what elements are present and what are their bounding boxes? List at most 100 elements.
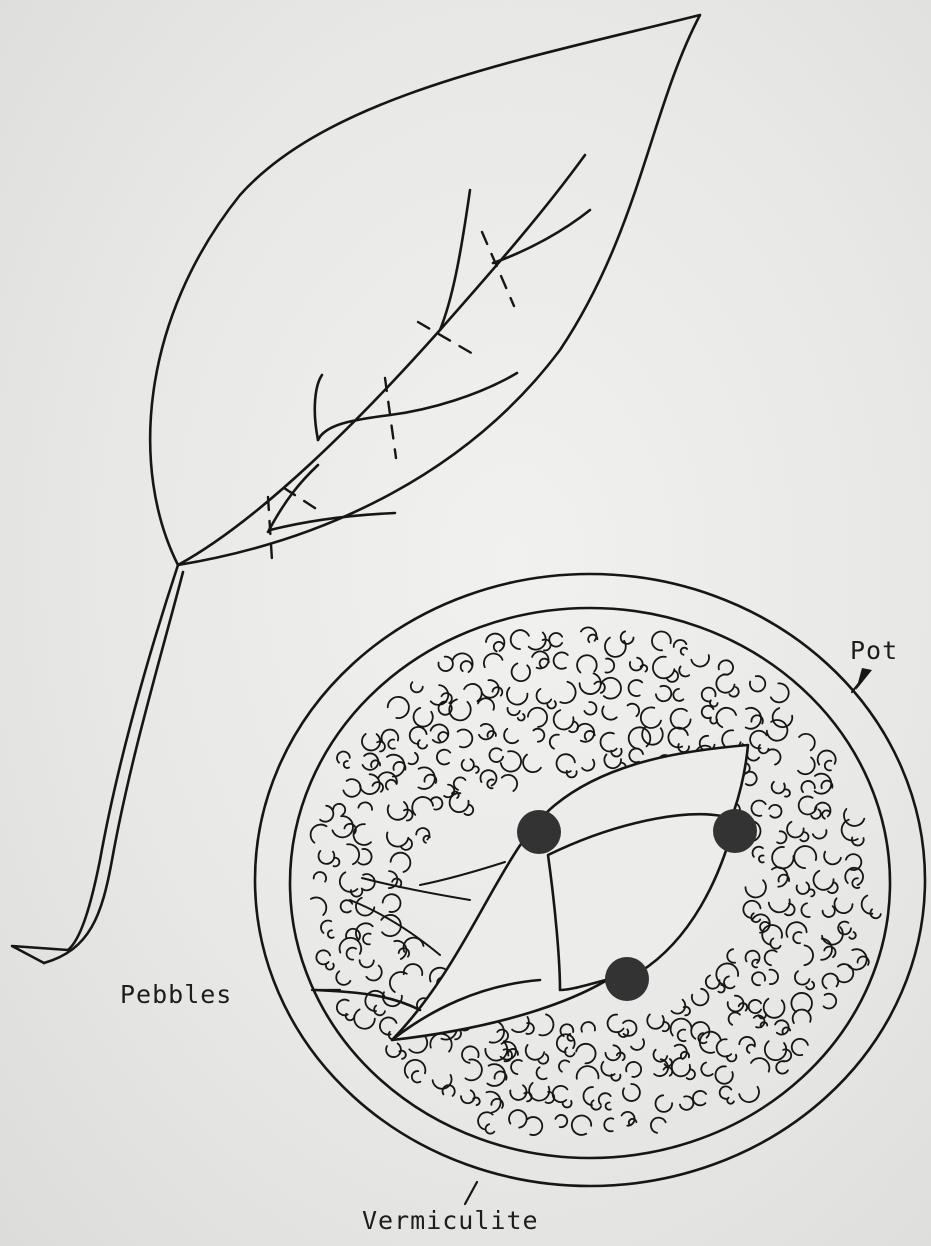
vermiculite-curl [787, 822, 804, 838]
vermiculite-curl [343, 779, 360, 797]
vermiculite-curl [409, 753, 418, 764]
leaf-petiole [68, 565, 178, 950]
vermiculite-curl [482, 680, 499, 698]
vermiculite-curl [332, 816, 353, 837]
vermiculite-curl [727, 949, 735, 963]
vermiculite-curl [582, 760, 594, 771]
vermiculite-curl [691, 1022, 709, 1039]
vermiculite-curl [621, 631, 634, 643]
vermiculite-curl [336, 971, 350, 985]
vermiculite-curl [680, 1096, 693, 1110]
vermiculite-curl [771, 683, 789, 702]
vermiculite-curl [414, 708, 433, 727]
pebble [517, 810, 561, 854]
vermiculite-curl [647, 1014, 664, 1028]
vermiculite-curl [533, 729, 544, 742]
vermiculite-curl [801, 903, 809, 917]
vermiculite-curl [799, 734, 815, 750]
leaf-midrib [178, 155, 585, 565]
vermiculite-curl [809, 889, 815, 896]
vermiculite-curl [720, 1086, 732, 1098]
vermiculite-curl [388, 697, 409, 718]
leaf-vein [440, 190, 470, 330]
vermiculite-curl [673, 689, 683, 701]
vermiculite-curl [363, 934, 371, 945]
vermiculite-curl [749, 1000, 761, 1013]
vermiculite-curl [511, 630, 529, 649]
vermiculite-curl [702, 706, 714, 718]
vermiculite-curl [555, 1115, 567, 1127]
vermiculite-curl [751, 800, 765, 815]
vermiculite-curl [746, 708, 761, 729]
vermiculite-curl [529, 1083, 549, 1101]
vermiculite-curl [577, 655, 597, 672]
vermiculite-curl [759, 855, 764, 862]
leaf-outline [150, 15, 700, 565]
vermiculite-curl [776, 1061, 788, 1073]
vermiculite-curl [798, 757, 815, 774]
vermiculite-curl [489, 748, 503, 762]
vermiculite-curl [412, 797, 433, 815]
vermiculite-curl [752, 972, 765, 985]
vermiculite-curl [354, 824, 371, 845]
vermiculite-curl [656, 1095, 673, 1112]
vermiculite-curl [751, 1058, 769, 1071]
vermiculite-curl [430, 1034, 451, 1052]
vermiculite-curl [629, 727, 651, 748]
vermiculite-curl [835, 898, 853, 913]
vermiculite-curl [823, 906, 835, 917]
vermiculite-curl [797, 882, 810, 894]
vermiculite-curl [347, 844, 359, 864]
vermiculite-curl [527, 1117, 542, 1135]
vermiculite-curl [608, 1015, 624, 1033]
vermiculite-curl [745, 880, 765, 897]
vermiculite-curl [480, 770, 496, 785]
vermiculite-curl [852, 878, 859, 888]
vermiculite-curl [717, 1039, 732, 1056]
vermiculite-pointer [465, 1182, 477, 1204]
vermiculite-curl [344, 761, 349, 768]
vermiculite-curl [785, 789, 790, 796]
vermiculite-curl [523, 755, 541, 772]
pebble [605, 957, 649, 1001]
vermiculite-curl [769, 805, 781, 818]
vermiculite-curl [340, 872, 358, 892]
vermiculite-curl [549, 633, 562, 647]
vermiculite-curl [411, 682, 423, 692]
vermiculite-curl [628, 704, 640, 717]
vermiculite-curl [653, 657, 674, 679]
vermiculite-curl [702, 688, 716, 702]
vermiculite-curl [559, 1060, 569, 1071]
vermiculite-curl [358, 802, 372, 809]
vermiculite-curl [772, 782, 785, 794]
vermiculite-curl [577, 1066, 599, 1079]
vermiculite-curl [581, 1022, 595, 1032]
vermiculite-curl [768, 749, 780, 764]
vermiculite-curl [777, 831, 786, 843]
vermiculite-curl [511, 1060, 522, 1074]
vermiculite-curl [630, 658, 643, 671]
vermiculite-curl [412, 1071, 421, 1082]
vermiculite-curl [825, 761, 831, 771]
vermiculite-curl [729, 1012, 740, 1024]
vermiculite-curl [793, 932, 801, 943]
vermiculite-curl [386, 1044, 401, 1058]
vermiculite-curl [693, 1091, 706, 1105]
vermiculite-curl [652, 632, 671, 651]
vermiculite-curl [822, 974, 838, 989]
vermiculite-curl [606, 1102, 611, 1109]
vermiculite-curl [399, 1051, 406, 1059]
vermiculite-curl [716, 708, 736, 727]
vermiculite-curl [716, 674, 734, 692]
vermiculite-curl [484, 654, 503, 668]
vermiculite-curl [363, 874, 375, 890]
vermiculite-curl [701, 1063, 712, 1076]
vermiculite-curl [601, 1062, 614, 1076]
vermiculite-curl [629, 748, 643, 762]
vermiculite-curl [507, 688, 527, 705]
vermiculite-curl [380, 1017, 397, 1034]
vermiculite-curl [601, 733, 617, 752]
vermiculite-label: Vermiculite [362, 1206, 539, 1235]
vermiculite-curl [537, 689, 552, 704]
vermiculite-curl [584, 702, 596, 715]
